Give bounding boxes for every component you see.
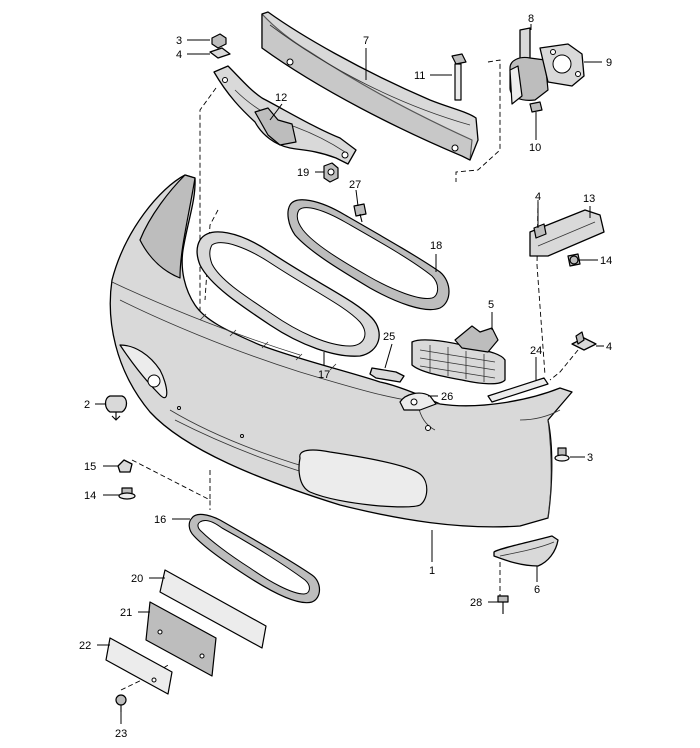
callout-15: 15: [84, 461, 96, 473]
callout-16: 16: [154, 514, 166, 526]
grille-insert: [411, 325, 506, 385]
cover-cap: [369, 367, 405, 383]
callout-14-left: 14: [84, 490, 96, 502]
callout-26: 26: [441, 391, 453, 403]
leader-lines: [95, 24, 604, 724]
callout-4-bracket: 4: [535, 191, 541, 203]
license-plate-frame: [105, 637, 173, 695]
reinforcement-bar: [261, 11, 479, 161]
support-bracket: [213, 65, 357, 165]
mount-bracket: [399, 392, 437, 411]
callout-3-top: 3: [176, 35, 182, 47]
callout-18: 18: [430, 240, 442, 252]
callout-10: 10: [529, 142, 541, 154]
callout-2: 2: [84, 399, 90, 411]
callout-23: 23: [115, 728, 127, 740]
bolt: [451, 53, 467, 101]
callout-5: 5: [488, 299, 494, 311]
grille-frame: [287, 199, 450, 311]
trim-strip: [487, 377, 549, 403]
callout-24: 24: [530, 345, 542, 357]
lower-grille-frame: [188, 513, 321, 604]
air-duct-frame: [196, 231, 380, 357]
callout-20: 20: [131, 573, 143, 585]
callout-6: 6: [534, 584, 540, 596]
callout-28: 28: [470, 597, 482, 609]
clip-right: [571, 331, 597, 351]
callout-13: 13: [583, 193, 595, 205]
callout-17: 17: [318, 369, 330, 381]
callout-1: 1: [429, 565, 435, 577]
screw-27: [353, 203, 367, 223]
screw-23: [115, 694, 127, 712]
clip-left: [117, 459, 136, 500]
callout-7: 7: [363, 35, 369, 47]
impact-absorber: [509, 27, 585, 113]
callout-8: 8: [528, 13, 534, 25]
callout-25: 25: [383, 331, 395, 343]
callout-4-right: 4: [606, 341, 612, 353]
screw-right: [554, 447, 570, 462]
lower-trim: [493, 535, 559, 567]
tow-hook-cap: [104, 395, 128, 421]
callout-19: 19: [297, 167, 309, 179]
callout-27: 27: [349, 179, 361, 191]
license-plate-holder: [145, 601, 217, 677]
screw-28: [497, 595, 509, 614]
nut: [323, 162, 339, 183]
callout-22: 22: [79, 640, 91, 652]
callout-11: 11: [414, 70, 425, 82]
callout-4-top: 4: [176, 49, 182, 61]
callout-21: 21: [120, 607, 132, 619]
callout-labels: 1 2 3 3 4 4 4 5 6 7 8 9 10 11 12 13 14 1…: [79, 13, 612, 740]
callout-3-right: 3: [587, 452, 593, 464]
screw-14-right: [569, 255, 579, 265]
clip-top: [209, 33, 231, 59]
license-plate-base: [159, 569, 267, 649]
callout-9: 9: [606, 57, 612, 69]
callout-12: 12: [275, 92, 287, 104]
callout-14-right: 14: [600, 255, 612, 267]
side-bracket: [529, 209, 605, 267]
